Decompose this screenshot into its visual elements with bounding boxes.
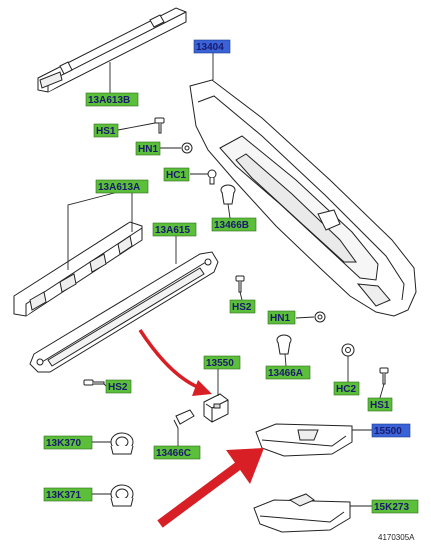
label-13550: 13550	[203, 355, 241, 370]
leader-hn1-mid	[295, 316, 315, 319]
label-13a615: 13A615	[152, 222, 197, 237]
part-13466b-grommet	[220, 184, 236, 205]
leader-13466b	[227, 203, 231, 219]
svg-text:HC1: HC1	[166, 170, 186, 181]
label-13a613b: 13A613B	[85, 92, 139, 107]
part-hn1-nut-top	[181, 142, 193, 154]
svg-text:13404: 13404	[196, 42, 224, 53]
svg-text:HS1: HS1	[370, 400, 390, 411]
label-13a613a: 13A613A	[95, 179, 149, 194]
label-13k371: 13K371	[43, 487, 93, 502]
label-13466b: 13466B	[211, 217, 257, 232]
svg-text:13466C: 13466C	[156, 448, 191, 459]
svg-text:13466A: 13466A	[268, 368, 303, 379]
svg-text:HN1: HN1	[138, 144, 158, 155]
svg-text:13K370: 13K370	[46, 438, 81, 449]
red-arrow-to-socket	[138, 329, 212, 396]
part-13k370-connector	[110, 432, 134, 455]
svg-text:13466B: 13466B	[214, 220, 249, 231]
part-13466a-grommet	[276, 334, 292, 355]
part-hs1-screw-top	[154, 117, 165, 134]
leader-13a613a	[67, 190, 123, 270]
label-hn1-top: HN1	[135, 141, 161, 156]
part-15k273-lens	[253, 493, 351, 533]
label-hs2-left: HS2	[105, 379, 132, 394]
part-hc2-clip	[341, 343, 355, 357]
part-13a615-lamp	[29, 251, 219, 373]
label-hs1-top: HS1	[93, 123, 119, 138]
svg-text:13A615: 13A615	[155, 225, 190, 236]
part-13550-socket	[203, 393, 229, 423]
svg-text:HS2: HS2	[108, 382, 128, 393]
label-15k273: 15K273	[371, 499, 419, 514]
part-13a613a-bracket	[13, 221, 143, 317]
label-15500: 15500	[371, 423, 411, 438]
leader-hs2-left	[103, 383, 107, 387]
part-13404-spoiler	[189, 79, 417, 317]
svg-text:HS1: HS1	[96, 126, 116, 137]
part-hs2-screw-left	[83, 379, 105, 386]
leader-hs1-top	[117, 122, 156, 131]
label-hs1-right: HS1	[367, 397, 393, 412]
svg-text:HS2: HS2	[232, 302, 252, 313]
part-hn1-nut-mid	[314, 311, 326, 323]
part-13k371-connector	[110, 484, 134, 507]
svg-text:13A613B: 13A613B	[88, 95, 130, 106]
part-hc1-clip	[207, 169, 217, 185]
label-13466c: 13466C	[153, 445, 201, 460]
label-hc2: HC2	[333, 381, 360, 396]
svg-text:13K371: 13K371	[46, 490, 81, 501]
leader-hs2-mid	[239, 291, 243, 301]
red-arrow-to-lens	[157, 448, 264, 528]
label-hs2-mid: HS2	[229, 299, 256, 314]
label-hn1-mid: HN1	[267, 310, 296, 325]
svg-text:13A613A: 13A613A	[98, 182, 140, 193]
label-hc1: HC1	[163, 167, 190, 182]
svg-text:13550: 13550	[206, 358, 234, 369]
part-hs2-screw-mid	[235, 275, 245, 293]
svg-text:15K273: 15K273	[374, 502, 409, 513]
part-13a613b-bracket	[37, 7, 187, 93]
label-13466a: 13466A	[265, 365, 311, 380]
diagram-reference-code: 4170305A	[378, 533, 415, 542]
label-13404: 13404	[193, 39, 231, 54]
svg-text:15500: 15500	[374, 426, 402, 437]
part-13466c-bulb	[173, 409, 195, 429]
leader-hs1-right	[379, 383, 385, 399]
leader-13466a	[284, 353, 287, 367]
svg-text:HC2: HC2	[336, 384, 356, 395]
part-hs1-screw-right	[379, 367, 389, 385]
svg-text:HN1: HN1	[270, 313, 290, 324]
part-15500-lens	[255, 423, 353, 457]
label-13k370: 13K370	[43, 435, 93, 450]
